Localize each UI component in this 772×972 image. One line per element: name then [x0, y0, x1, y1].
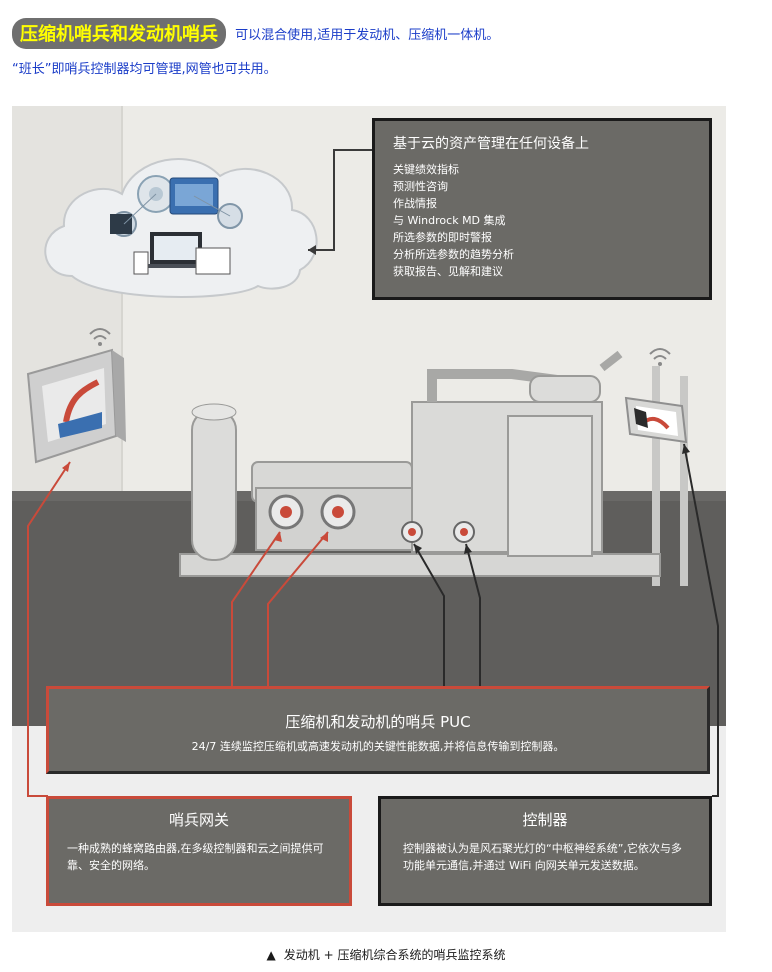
puc-panel-title: 压缩机和发动机的哨兵 PUC	[285, 713, 471, 731]
controller-panel: 控制器 控制器被认为是风石聚光灯的“中枢神经系统”,它依次与多功能单元通信,并通…	[378, 796, 712, 906]
sentinel-gateway-panel: 哨兵网关 一种成熟的蜂窝路由器,在多级控制器和云之间提供可靠、安全的网络。	[46, 796, 352, 906]
wifi-icon	[89, 328, 111, 335]
list-item: 所选参数的即时警报	[393, 231, 492, 244]
list-item: 预测性咨询	[393, 180, 448, 193]
cloud-connector-line	[308, 149, 372, 251]
cloud-device-gateway-icon	[110, 214, 132, 234]
cloud-icon	[44, 158, 318, 298]
connector-lines	[27, 443, 719, 797]
intro-line-2: “班长”即哨兵控制器均可管理,网管也可共用。	[12, 62, 277, 77]
equipment-illustration	[12, 106, 726, 797]
radiator	[507, 415, 593, 557]
wifi-icon-right	[649, 348, 671, 355]
cloud-feature-list: 关键绩效指标 预测性咨询 作战情报 与 Windrock MD 集成 所选参数的…	[393, 161, 691, 280]
gateway-device-icon	[26, 328, 126, 464]
controller-device-icon	[624, 348, 688, 586]
figure-caption: ▲ 发动机 + 压缩机综合系统的哨兵监控系统	[0, 946, 772, 963]
cloud-asset-management-panel: 基于云的资产管理在任何设备上 关键绩效指标 预测性咨询 作战情报 与 Windr…	[372, 118, 712, 300]
caption-triangle-icon: ▲	[266, 948, 276, 962]
list-item: 与 Windrock MD 集成	[393, 214, 506, 227]
caption-text: 发动机 + 压缩机综合系统的哨兵监控系统	[283, 948, 506, 962]
cloud-phone-icon	[133, 251, 149, 275]
cloud-panel-title: 基于云的资产管理在任何设备上	[393, 136, 589, 152]
list-item: 关键绩效指标	[393, 163, 459, 176]
list-item: 获取报告、见解和建议	[393, 265, 503, 278]
controller-pole	[652, 366, 660, 586]
controller-panel-desc: 控制器被认为是风石聚光灯的“中枢神经系统”,它依次与多功能单元通信,并通过 Wi…	[403, 842, 682, 872]
muffler	[529, 375, 601, 403]
list-item: 分析所选参数的趋势分析	[393, 248, 514, 261]
intro-line-1: 可以混合使用,适用于发动机、压缩机一体机。	[235, 28, 500, 43]
system-figure: 基于云的资产管理在任何设备上 关键绩效指标 预测性咨询 作战情报 与 Windr…	[12, 106, 726, 932]
cloud-tablet-icon	[195, 247, 231, 275]
gateway-panel-title: 哨兵网关	[168, 811, 229, 829]
cloud-connector-arrow	[308, 245, 316, 255]
engine-compressor-skid	[179, 350, 661, 577]
highlight-title: 压缩机哨兵和发动机哨兵	[12, 18, 226, 49]
controller-panel-title: 控制器	[522, 811, 568, 829]
puc-panel-desc: 24/7 连续监控压缩机或高速发动机的关键性能数据,并将信息传输到控制器。	[191, 740, 565, 753]
scrubber-tank	[191, 409, 237, 561]
header: 压缩机哨兵和发动机哨兵 可以混合使用,适用于发动机、压缩机一体机。	[12, 18, 762, 49]
gateway-panel-desc: 一种成熟的蜂窝路由器,在多级控制器和云之间提供可靠、安全的网络。	[67, 842, 324, 872]
list-item: 作战情报	[393, 197, 437, 210]
sentinel-puc-panel: 压缩机和发动机的哨兵 PUC 24/7 连续监控压缩机或高速发动机的关键性能数据…	[46, 686, 710, 774]
